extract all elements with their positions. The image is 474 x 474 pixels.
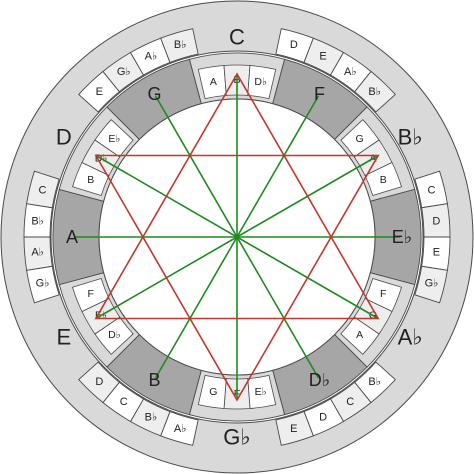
green-line-db-g bbox=[154, 95, 320, 379]
outer-note-e: E bbox=[96, 86, 103, 98]
outer-note-cell bbox=[26, 170, 60, 209]
inner-note-eb: E♭ bbox=[108, 133, 120, 145]
inner-note-a: A bbox=[210, 76, 217, 88]
inner-key-label-b: B bbox=[148, 370, 160, 390]
outer-key-label-c: C bbox=[229, 25, 245, 50]
outer-key-label-gb: G♭ bbox=[223, 425, 251, 450]
outer-note-c: C bbox=[427, 184, 435, 196]
outer-key-label-bb: B♭ bbox=[398, 125, 423, 150]
inner-note-b: B bbox=[87, 174, 94, 186]
outer-note-ab: A♭ bbox=[31, 247, 44, 259]
outer-note-bb: B♭ bbox=[145, 412, 158, 424]
outer-key-label-d: D bbox=[56, 125, 72, 150]
outer-note-bb: B♭ bbox=[368, 86, 381, 98]
outer-key-label-e: E bbox=[56, 325, 71, 350]
outer-note-bb: B♭ bbox=[368, 376, 381, 388]
inner-note-g: G bbox=[355, 133, 363, 145]
outer-note-cell bbox=[414, 265, 448, 304]
inner-key-label-a: A bbox=[66, 227, 78, 247]
inner-note-g: G bbox=[209, 386, 217, 398]
outer-key-label-ab: A♭ bbox=[398, 325, 423, 350]
red-triangle-2 bbox=[94, 154, 380, 402]
outer-note-d: D bbox=[432, 215, 440, 227]
outer-note-e: E bbox=[433, 247, 440, 259]
outer-note-e: E bbox=[290, 423, 297, 435]
outer-note-cell bbox=[78, 361, 120, 404]
outer-note-gb: G♭ bbox=[425, 278, 439, 290]
outer-note-c: C bbox=[346, 396, 354, 408]
outer-note-c: C bbox=[39, 184, 47, 196]
inner-note-f: F bbox=[380, 288, 386, 300]
outer-note-bb: B♭ bbox=[174, 39, 187, 51]
outer-note-cells: D E A♭ B♭ C D E G♭ B♭ C D E A♭ B♭ C D G♭ A♭ B♭ C E G♭ A♭ B♭ bbox=[23, 28, 451, 446]
inner-key-label-g: G bbox=[147, 84, 161, 104]
inner-note-db: D♭ bbox=[108, 329, 121, 341]
outer-note-e: E bbox=[319, 50, 326, 62]
inner-note-a: A bbox=[356, 329, 363, 341]
outer-note-d: D bbox=[319, 412, 327, 424]
red-triangle-1 bbox=[94, 72, 380, 320]
inner-note-b: B bbox=[380, 174, 387, 186]
interval-lines bbox=[74, 72, 400, 402]
outer-note-cell bbox=[354, 70, 396, 113]
inner-note-db: D♭ bbox=[254, 76, 267, 88]
outer-note-ab: A♭ bbox=[344, 66, 357, 78]
inner-key-label-db: D♭ bbox=[309, 370, 331, 390]
outer-note-d: D bbox=[290, 39, 298, 51]
outer-note-ab: A♭ bbox=[174, 423, 187, 435]
outer-note-c: C bbox=[120, 396, 128, 408]
outer-note-cell bbox=[275, 410, 314, 446]
inner-note-f: F bbox=[88, 288, 94, 300]
outer-note-bb: B♭ bbox=[31, 215, 44, 227]
outer-note-ab: A♭ bbox=[145, 50, 158, 62]
outer-note-cell bbox=[160, 28, 199, 64]
outer-note-gb: G♭ bbox=[117, 66, 131, 78]
outer-note-gb: G♭ bbox=[36, 278, 50, 290]
inner-key-labels: F E♭ D♭ B A G bbox=[66, 84, 412, 390]
inner-note-eb: E♭ bbox=[255, 386, 267, 398]
inner-key-label-f: F bbox=[314, 84, 325, 104]
inner-key-label-eb: E♭ bbox=[392, 227, 413, 247]
outer-note-d: D bbox=[95, 376, 103, 388]
